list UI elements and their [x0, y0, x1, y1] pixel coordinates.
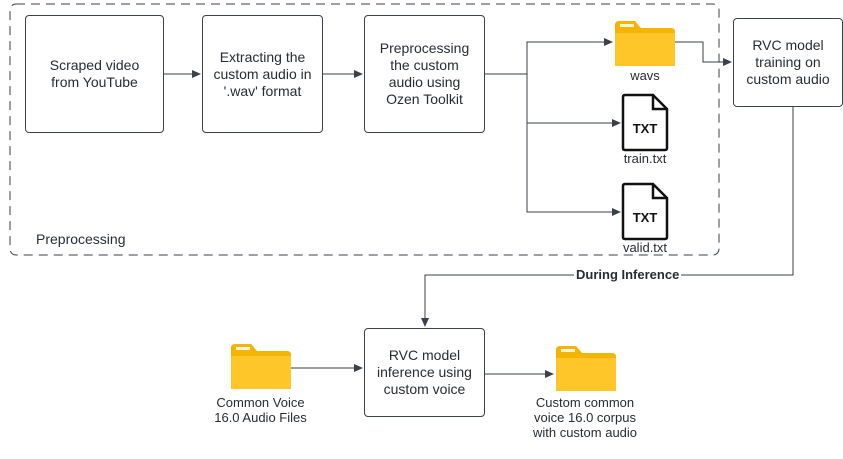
valid-txt-file-icon: TXT [621, 182, 669, 241]
edge-wavs-to-training [675, 41, 732, 66]
edge-preprocess-to-valid [526, 123, 621, 216]
edge-preprocess-to-wavs [485, 38, 613, 75]
valid-label: valid.txt [622, 240, 668, 255]
node-extracting-audio: Extracting the custom audio in '.wav' fo… [202, 15, 323, 133]
preprocessing-group-label: Preprocessing [36, 231, 126, 247]
wavs-folder-icon [615, 21, 675, 66]
node-scraped-video-label: Scraped video from YouTube [49, 57, 140, 90]
node-rvc-inference: RVC model inference using custom voice [364, 328, 485, 417]
common-voice-label: Common Voice 16.0 Audio Files [214, 395, 307, 425]
train-txt-file-icon: TXT [621, 93, 669, 152]
custom-corpus-folder-icon [556, 346, 616, 391]
node-scraped-video: Scraped video from YouTube [25, 15, 164, 133]
node-extracting-audio-label: Extracting the custom audio in '.wav' fo… [213, 48, 312, 99]
common-voice-folder-icon [231, 344, 291, 389]
node-rvc-training-label: RVC model training on custom audio [746, 37, 830, 87]
custom-corpus-label: Custom common voice 16.0 corpus with cus… [532, 395, 638, 440]
node-preprocessing: Preprocessing the custom audio using Oze… [364, 15, 485, 133]
wavs-label: wavs [630, 68, 660, 83]
valid-txt-badge: TXT [633, 210, 658, 225]
node-rvc-inference-label: RVC model inference using custom voice [377, 347, 472, 397]
during-inference-label: During Inference [574, 267, 682, 282]
preprocessing-group [9, 3, 720, 256]
node-rvc-training: RVC model training on custom audio [733, 18, 843, 107]
train-txt-badge: TXT [633, 121, 658, 136]
edge-training-to-inference [421, 107, 794, 327]
train-label: train.txt [623, 151, 667, 166]
node-preprocessing-label: Preprocessing the custom audio using Oze… [379, 40, 470, 107]
